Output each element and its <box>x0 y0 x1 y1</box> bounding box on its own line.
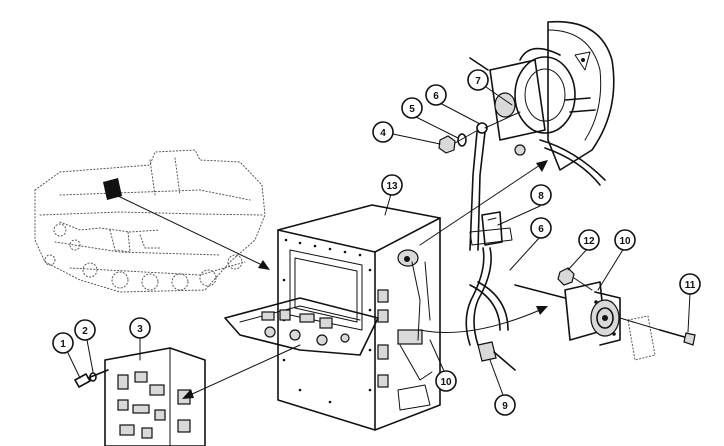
gasket-phantom <box>627 315 656 361</box>
svg-text:4: 4 <box>380 128 386 139</box>
vehicle-component-highlight <box>103 178 122 200</box>
callout-8: 8 <box>530 184 552 206</box>
callout-12: 12 <box>578 229 600 251</box>
receptacle-connector <box>564 281 621 346</box>
screw-washer <box>74 369 109 388</box>
svg-text:3: 3 <box>137 324 143 335</box>
callout-5: 5 <box>401 97 423 119</box>
nut-12 <box>557 267 593 291</box>
svg-text:2: 2 <box>82 326 88 337</box>
svg-text:6: 6 <box>433 91 439 102</box>
svg-text:11: 11 <box>685 280 696 291</box>
svg-text:13: 13 <box>386 181 398 192</box>
callout-7: 7 <box>467 69 489 91</box>
callout-9: 9 <box>494 394 516 416</box>
callout-11: 11 <box>679 273 701 295</box>
leader-lines <box>67 86 691 396</box>
svg-text:10: 10 <box>619 236 631 247</box>
callout-4: 4 <box>372 121 394 143</box>
callout-13: 13 <box>381 174 403 196</box>
callout-2: 2 <box>74 319 96 341</box>
circuit-card <box>224 297 379 356</box>
cable-fitting <box>477 341 516 371</box>
screw-11 <box>659 329 696 346</box>
box-wires <box>419 309 541 333</box>
svg-text:7: 7 <box>475 76 481 87</box>
callout-1: 1 <box>52 332 74 354</box>
svg-text:5: 5 <box>409 104 415 115</box>
long-wire <box>514 284 566 299</box>
svg-text:8: 8 <box>538 191 544 202</box>
callout-6-upper: 6 <box>425 84 447 106</box>
callout-3: 3 <box>129 317 151 339</box>
callout-10-lower: 10 <box>435 370 457 392</box>
callout-10-right: 10 <box>614 229 636 251</box>
clamp-connector <box>469 211 513 246</box>
main-box-assembly <box>277 204 441 431</box>
svg-text:10: 10 <box>440 377 452 388</box>
svg-text:12: 12 <box>583 236 595 247</box>
callout-6-lower: 6 <box>530 217 552 239</box>
nut-washer-lug <box>438 111 521 251</box>
panel-arrow <box>182 344 301 399</box>
svg-text:1: 1 <box>60 339 66 350</box>
svg-text:6: 6 <box>538 224 544 235</box>
svg-text:9: 9 <box>502 401 508 412</box>
vehicle-phantom-outline <box>34 149 266 293</box>
vehicle-location-arrow <box>117 195 270 270</box>
motor-assembly <box>469 20 615 186</box>
cable-lower <box>473 247 492 346</box>
cable-to-connector <box>469 284 501 331</box>
